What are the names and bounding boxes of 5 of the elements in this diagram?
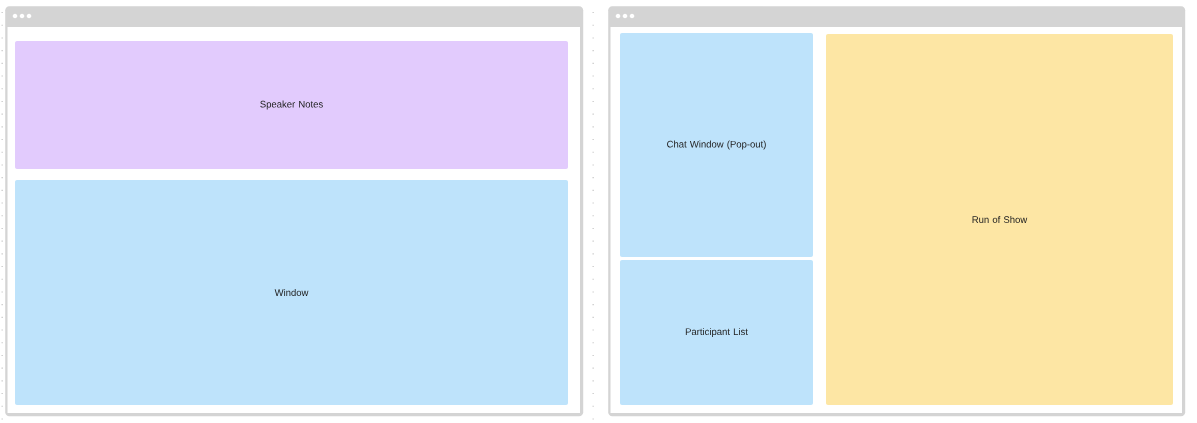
layout-panel: Chat Window (Pop-out) <box>620 33 813 257</box>
layout-panel: Window <box>15 180 568 405</box>
layout-panel: Speaker Notes <box>15 41 568 169</box>
layout-panel: Run of Show <box>826 34 1173 405</box>
layout-panel: Participant List <box>620 260 813 405</box>
